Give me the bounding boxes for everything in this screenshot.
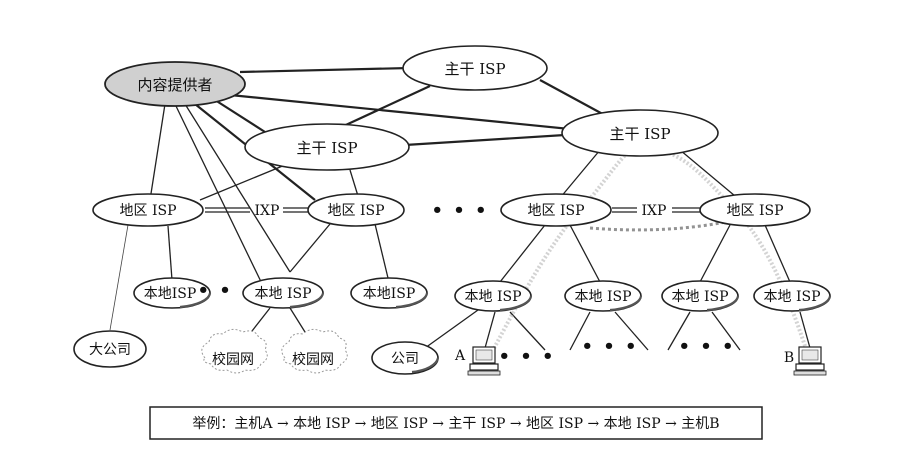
big-company-node: 大公司 [73, 330, 147, 368]
regional-isp-2: 地区 ISP [307, 193, 405, 227]
local-isp-3: 本地ISP [350, 277, 429, 309]
regional-isp-1: 地区 ISP [92, 193, 204, 227]
local-isp-1-label: 本地ISP [144, 286, 197, 302]
campus-network-1: 校园网 [201, 328, 268, 374]
content-provider-node: 内容提供者 [104, 61, 246, 107]
regional-isp-3: 地区 ISP [500, 193, 612, 227]
host-b-computer-icon [793, 346, 827, 376]
local-isp-4: 本地 ISP [454, 280, 533, 312]
example-caption-box: 举例：主机A → 本地 ISP → 地区 ISP → 主干 ISP → 地区 I… [149, 406, 763, 440]
backbone-isp-left-label: 主干 ISP [296, 139, 357, 157]
local-ellipsis: • • • [197, 280, 254, 301]
backbone-isp-top-label: 主干 ISP [444, 60, 505, 78]
regional-isp-2-label: 地区 ISP [328, 203, 385, 219]
example-path-highlight [490, 146, 810, 356]
hosts-ellipsis-2: • • • [581, 336, 638, 357]
backbone-isp-top: 主干 ISP [402, 45, 548, 91]
local-isp-3-label: 本地ISP [363, 286, 416, 302]
hosts-ellipsis-3: • • • [678, 336, 735, 357]
local-isp-5-label: 本地 ISP [575, 289, 632, 305]
regional-isp-1-label: 地区 ISP [120, 203, 177, 219]
local-isp-5: 本地 ISP [564, 280, 643, 312]
regional-isp-4: 地区 ISP [699, 193, 811, 227]
backbone-isp-left: 主干 ISP [244, 123, 410, 171]
big-company-label: 大公司 [89, 342, 131, 358]
content-provider-label: 内容提供者 [137, 76, 212, 94]
backbone-isp-right-label: 主干 ISP [609, 125, 670, 143]
campus-network-2: 校园网 [281, 328, 348, 374]
backbone-isp-right: 主干 ISP [561, 109, 719, 157]
company-node: 公司 [371, 341, 440, 375]
local-isp-2-label: 本地 ISP [255, 286, 312, 302]
local-isp-6: 本地 ISP [661, 280, 740, 312]
regional-isp-4-label: 地区 ISP [727, 203, 784, 219]
example-caption-text: 举例：主机A → 本地 ISP → 地区 ISP → 主干 ISP → 地区 I… [192, 416, 719, 432]
host-a-label: A [454, 348, 466, 364]
local-isp-4-label: 本地 ISP [465, 289, 522, 305]
local-isp-7: 本地 ISP [753, 280, 832, 312]
path-regional-dotted [589, 218, 736, 232]
local-isp-1: 本地ISP [133, 277, 212, 309]
local-isp-2: 本地 ISP [242, 277, 325, 309]
host-b-label: B [784, 350, 794, 366]
hosts-ellipsis-1: • • • [498, 346, 555, 367]
path-a-to-regional [490, 148, 632, 353]
ixp-right-label: IXP [642, 203, 667, 219]
local-isp-6-label: 本地 ISP [672, 289, 729, 305]
company-label: 公司 [391, 351, 419, 367]
regional-isp-3-label: 地区 ISP [528, 203, 585, 219]
path-backbone-to-b [629, 146, 810, 356]
regional-ellipsis: • • • [431, 200, 488, 221]
local-isp-7-label: 本地 ISP [764, 289, 821, 305]
campus-network-1-label: 校园网 [212, 351, 254, 368]
host-a-computer-icon [467, 346, 501, 376]
ixp-left-label: IXP [255, 203, 280, 219]
ixp-links [205, 207, 700, 213]
campus-network-2-label: 校园网 [292, 351, 334, 368]
